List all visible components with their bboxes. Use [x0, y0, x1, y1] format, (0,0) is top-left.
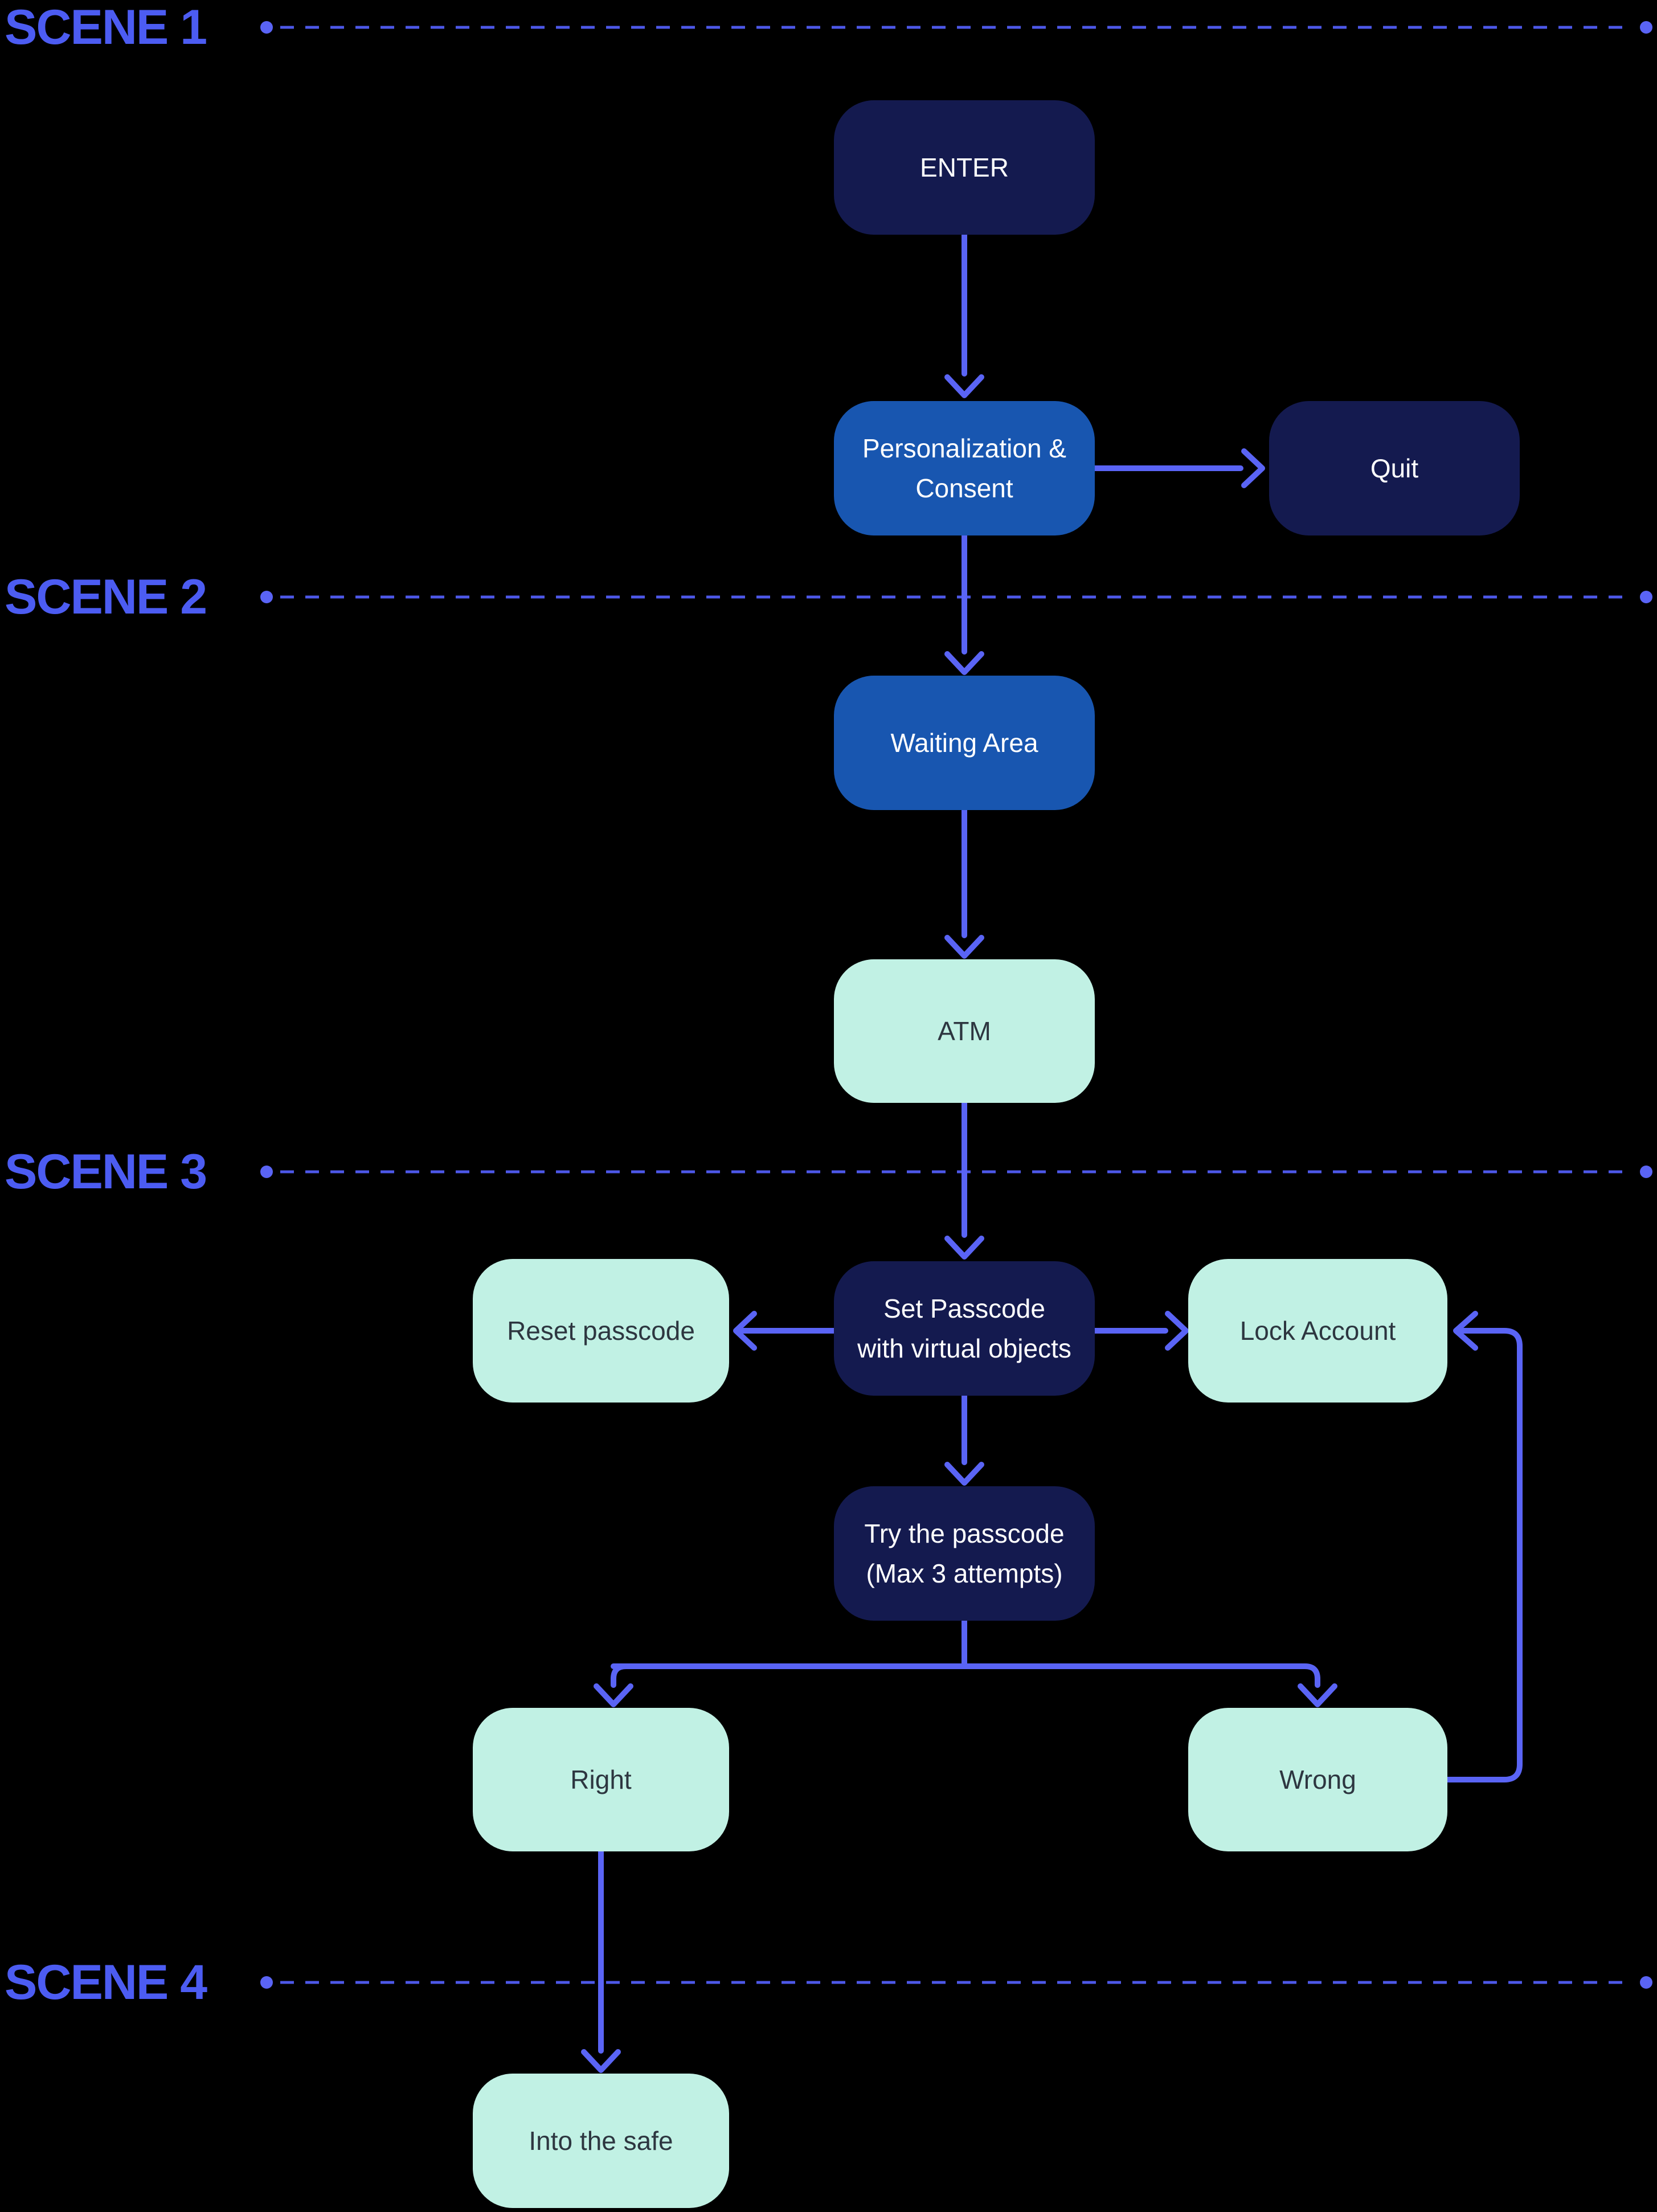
- arrow-set-to-reset: [733, 1311, 837, 1351]
- arrow-right-to-safe: [581, 1849, 621, 2073]
- arrowhead-split-to-right: [594, 1675, 633, 1707]
- scene-4-dot-right: [1640, 1976, 1652, 1989]
- arrow-personalization-to-waiting: [944, 533, 984, 675]
- connector-wrong-to-lock: [1445, 1311, 1523, 1782]
- node-label: Reset passcode: [507, 1316, 695, 1346]
- flow-node-atm[interactable]: ATM: [834, 959, 1095, 1103]
- scene-3-dot-right: [1640, 1166, 1652, 1178]
- node-label: Wrong: [1279, 1765, 1356, 1794]
- node-label-line: Consent: [915, 473, 1013, 503]
- node-label-line: Personalization &: [862, 434, 1066, 463]
- scene-1-dot-left: [260, 21, 273, 34]
- scene-1-label: SCENE 1: [5, 0, 207, 55]
- arrow-personalization-to-quit: [1092, 448, 1265, 488]
- node-label-line: Set Passcode: [883, 1294, 1045, 1323]
- node-label: Lock Account: [1239, 1316, 1396, 1346]
- scene-4-dot-left: [260, 1976, 273, 1989]
- scene-2-dot-right: [1640, 591, 1652, 603]
- arrow-enter-to-personalization: [944, 232, 984, 398]
- flow-node-set-passcode[interactable]: Set Passcode with virtual objects: [834, 1261, 1095, 1396]
- scene-1-dot-right: [1640, 21, 1652, 34]
- flow-node-wrong[interactable]: Wrong: [1188, 1708, 1447, 1851]
- node-label-line: (Max 3 attempts): [866, 1559, 1063, 1588]
- arrow-set-to-try: [944, 1393, 984, 1486]
- flow-node-into-the-safe[interactable]: Into the safe: [473, 2074, 729, 2208]
- arrow-atm-to-set-passcode: [944, 1100, 984, 1260]
- flow-node-waiting-area[interactable]: Waiting Area: [834, 676, 1095, 810]
- node-label: Right: [570, 1765, 632, 1794]
- scene-2-label: SCENE 2: [5, 570, 207, 624]
- flow-node-lock-account[interactable]: Lock Account: [1188, 1259, 1447, 1403]
- node-label: Into the safe: [529, 2126, 673, 2156]
- scene-4-label: SCENE 4: [5, 1955, 207, 2010]
- flow-node-reset-passcode[interactable]: Reset passcode: [473, 1259, 729, 1403]
- scene-3-label: SCENE 3: [5, 1144, 207, 1199]
- flow-node-right[interactable]: Right: [473, 1708, 729, 1851]
- arrow-waiting-to-atm: [944, 807, 984, 959]
- flow-node-enter[interactable]: ENTER: [834, 100, 1095, 235]
- node-label: Waiting Area: [890, 728, 1038, 758]
- node-label: Quit: [1370, 453, 1419, 483]
- flow-node-quit[interactable]: Quit: [1269, 401, 1520, 535]
- scene-3-dot-left: [260, 1166, 273, 1178]
- node-label-line: with virtual objects: [857, 1334, 1071, 1363]
- node-label-line: Try the passcode: [864, 1519, 1065, 1548]
- flow-node-personalization-consent[interactable]: Personalization & Consent: [834, 401, 1095, 535]
- arrow-set-to-lock: [1092, 1311, 1189, 1351]
- arrowhead-split-to-wrong: [1298, 1675, 1337, 1707]
- scene-2-dot-left: [260, 591, 273, 603]
- node-label: ATM: [938, 1016, 991, 1046]
- node-label: ENTER: [920, 153, 1009, 182]
- flow-node-try-passcode[interactable]: Try the passcode (Max 3 attempts): [834, 1486, 1095, 1621]
- connector-try-split: [611, 1618, 1320, 1687]
